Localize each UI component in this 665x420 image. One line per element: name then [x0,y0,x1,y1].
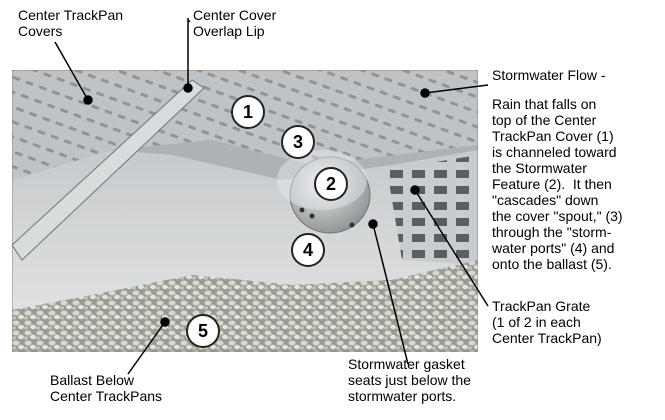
label-center-trackpan-covers: Center TrackPan Covers [18,7,124,39]
marker-1: 1 [231,95,265,129]
label-stormwater-gasket: Stormwater gasket seats just below the s… [348,356,471,404]
label-ballast-below: Ballast Below Center TrackPans [50,372,163,404]
label-center-cover-overlap-lip: Center Cover Overlap Lip [193,7,277,39]
marker-5: 5 [186,314,220,348]
marker-4: 4 [291,233,325,267]
marker-3: 3 [281,125,315,159]
label-stormwater-flow-title: Stormwater Flow - [492,67,606,83]
marker-2: 2 [314,167,348,201]
label-stormwater-flow-body: Rain that falls on top of the Center Tra… [492,96,623,272]
label-trackpan-grate: TrackPan Grate (1 of 2 in each Center Tr… [492,298,602,346]
